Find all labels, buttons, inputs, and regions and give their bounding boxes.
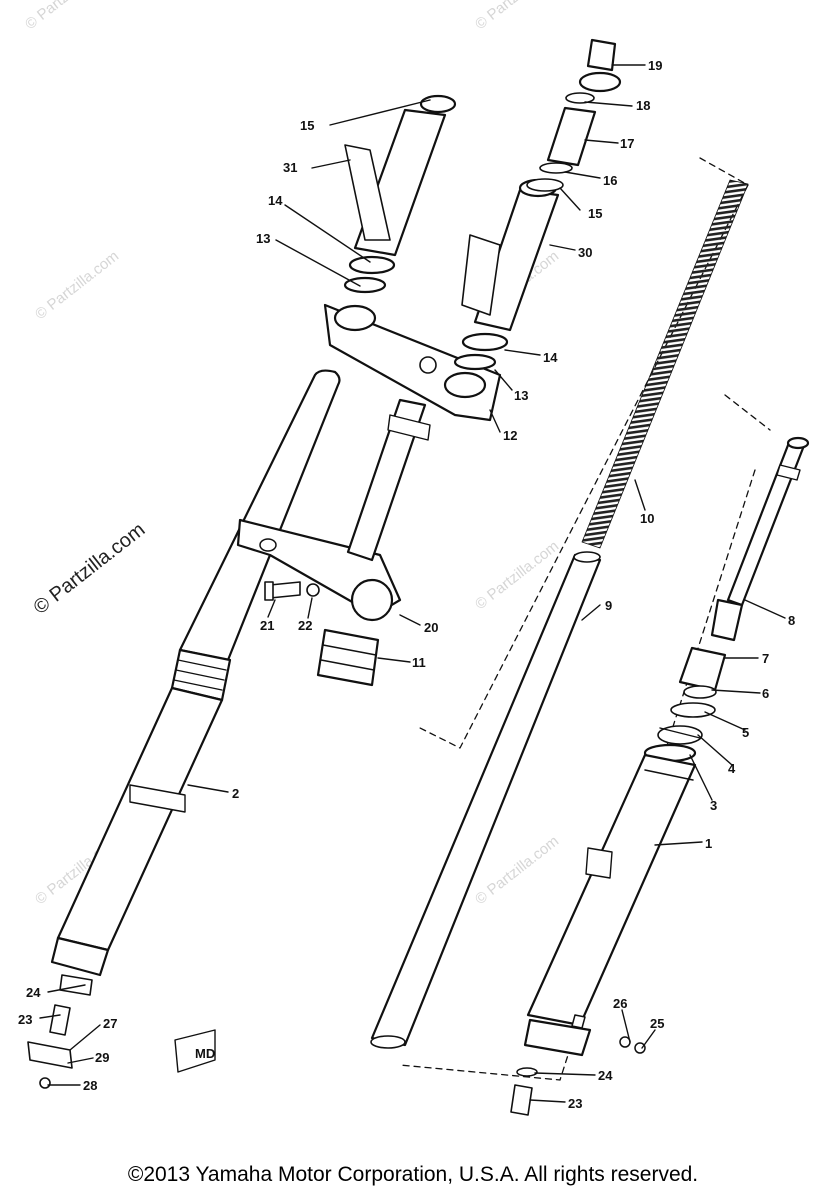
callout-25: 25 <box>650 1016 664 1031</box>
left-axle-clamp: MD <box>27 974 216 1089</box>
callout-17: 17 <box>620 136 634 151</box>
top-stem-parts <box>526 38 622 192</box>
copyright-notice: ©2013 Yamaha Motor Corporation, U.S.A. A… <box>127 1163 699 1186</box>
callout-10: 10 <box>640 511 654 526</box>
callout-31: 31 <box>283 160 297 175</box>
callout-18: 18 <box>636 98 650 113</box>
callout-7: 7 <box>762 651 769 666</box>
callout-8: 8 <box>788 613 795 628</box>
watermark: © Partzilla.com <box>472 538 562 614</box>
callout-12: 12 <box>503 428 517 443</box>
callout-5: 5 <box>742 725 749 740</box>
callout-2: 2 <box>232 786 239 801</box>
callout-labels: 19 18 17 16 15 15 31 14 13 30 14 13 12 1… <box>18 58 795 1111</box>
callout-30: 30 <box>578 245 592 260</box>
leader-lines <box>39 64 786 1103</box>
callout-29: 29 <box>95 1050 109 1065</box>
bolt-21 <box>264 581 320 601</box>
upper-bracket <box>323 303 502 422</box>
callout-9: 9 <box>605 598 612 613</box>
callout-15b: 15 <box>588 206 602 221</box>
callout-27: 27 <box>103 1016 117 1031</box>
inner-tube <box>370 551 602 1049</box>
callout-28: 28 <box>83 1078 97 1093</box>
watermark: © Partzilla.com <box>22 0 112 33</box>
steering-stem <box>346 398 431 562</box>
callout-23a: 23 <box>18 1012 32 1027</box>
callout-13a: 13 <box>256 231 270 246</box>
watermark: © Partzilla.com <box>32 248 122 324</box>
callout-11: 11 <box>412 655 426 670</box>
callout-1: 1 <box>705 836 712 851</box>
watermark-main: © Partzilla.com <box>30 519 150 619</box>
callout-21: 21 <box>260 618 274 633</box>
callout-24a: 24 <box>26 985 41 1000</box>
right-outer-tube <box>510 753 697 1116</box>
left-outer-tube <box>50 369 341 977</box>
watermark: © Partzilla.com <box>472 0 562 33</box>
callout-26: 26 <box>613 996 627 1011</box>
callout-19: 19 <box>648 58 662 73</box>
callout-3: 3 <box>710 798 717 813</box>
lower-bracket <box>236 518 402 622</box>
fork-cover-left <box>343 94 457 294</box>
seal-stack <box>643 646 727 763</box>
callout-22: 22 <box>298 618 312 633</box>
callout-14b: 14 <box>543 350 558 365</box>
callout-14a: 14 <box>268 193 283 208</box>
fork-spring <box>581 179 749 549</box>
callout-16: 16 <box>603 173 617 188</box>
svg-text:MD: MD <box>195 1046 215 1061</box>
callout-4: 4 <box>728 761 736 776</box>
callout-24b: 24 <box>598 1068 613 1083</box>
fork-cover-right <box>453 178 560 371</box>
callout-6: 6 <box>762 686 769 701</box>
callout-20: 20 <box>424 620 438 635</box>
dust-seal-11 <box>316 628 380 687</box>
callout-13b: 13 <box>514 388 528 403</box>
callout-15a: 15 <box>300 118 314 133</box>
damper-rod <box>710 436 810 642</box>
callout-23b: 23 <box>568 1096 582 1111</box>
